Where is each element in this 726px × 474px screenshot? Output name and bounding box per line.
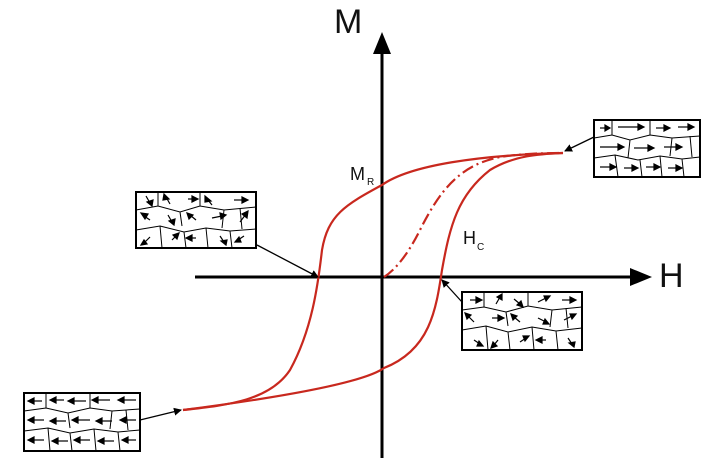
virgin-curve — [383, 151, 564, 278]
remanence-label-sub: R — [367, 177, 374, 188]
m-axis-arrowhead — [373, 32, 391, 54]
axes — [195, 32, 652, 458]
h-axis-arrowhead — [630, 268, 652, 286]
domain-panel-negative-saturation — [23, 392, 141, 452]
hysteresis-loop — [182, 151, 564, 412]
h-axis-label: H — [659, 257, 684, 295]
leader-coercive — [441, 279, 463, 303]
ascending-branch — [182, 151, 564, 412]
remanence-label: M R — [350, 164, 374, 188]
coercivity-label-sub: C — [477, 242, 484, 253]
leader-negative-saturation — [139, 407, 182, 421]
domain-panel-coercive — [461, 291, 583, 351]
leader-lines — [139, 136, 595, 421]
leader-remanent — [256, 244, 319, 278]
remanence-label-main: M — [350, 164, 365, 184]
descending-branch — [182, 151, 564, 412]
m-axis-label: M — [334, 3, 362, 41]
coercivity-label: H C — [463, 228, 484, 253]
coercivity-label-main: H — [463, 228, 476, 248]
domain-panel-remanent — [135, 191, 257, 249]
leader-positive-saturation — [564, 136, 595, 152]
domain-panel-positive-saturation — [593, 119, 701, 178]
